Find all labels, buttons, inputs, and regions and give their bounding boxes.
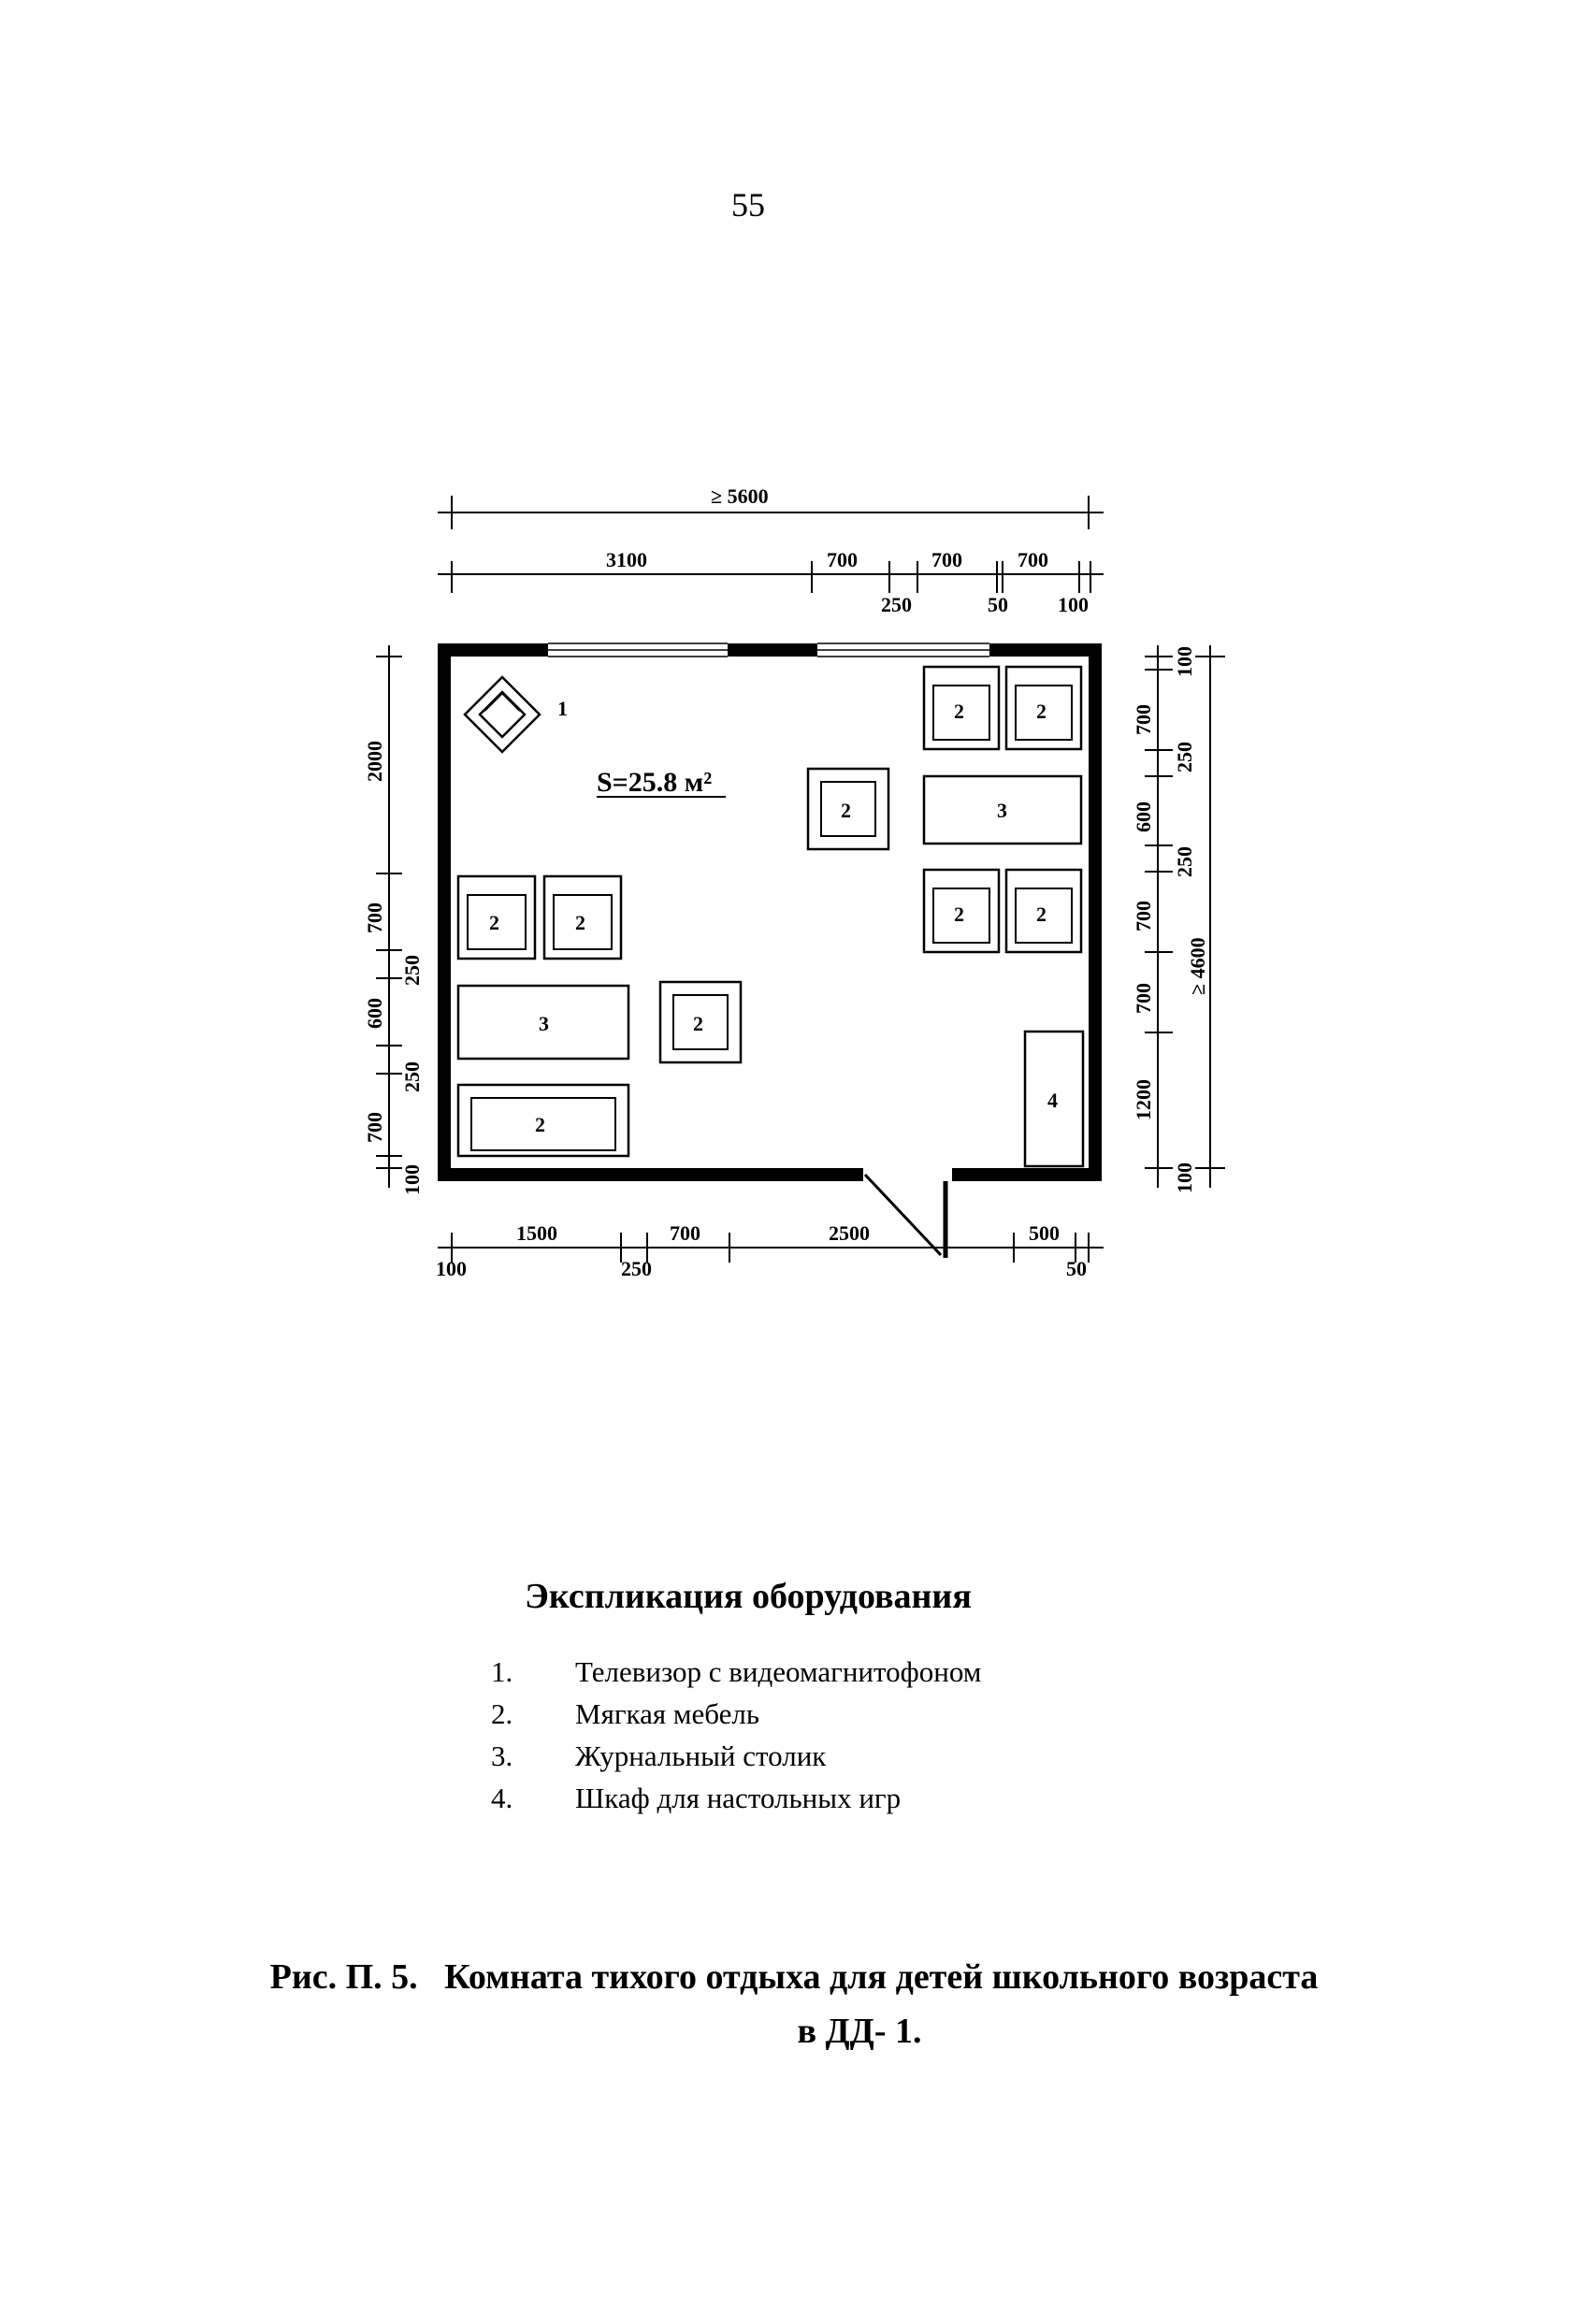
coffee-table: 3 <box>456 984 630 1061</box>
cabinet-number: 4 <box>1047 1089 1058 1112</box>
legend-item: 4. Шкаф для настольных игр <box>491 1782 981 1824</box>
dim-left-2000: 2000 <box>363 741 386 782</box>
dim-left-250a: 250 <box>400 955 424 986</box>
window-left <box>548 642 728 657</box>
dim-left-100: 100 <box>400 1164 424 1195</box>
dim-right-600: 600 <box>1132 801 1155 832</box>
legend-item-text: Журнальный столик <box>575 1739 827 1772</box>
floor-plan: 1 2 2 2 2 2 2 2 2 <box>363 484 1225 1280</box>
legend-item-number: 1. <box>491 1655 513 1688</box>
legend-item: 2. Мягкая мебель <box>491 1697 981 1739</box>
dim-right-700c: 700 <box>1132 983 1155 1014</box>
dim-top-700b: 700 <box>931 548 962 571</box>
armchair: 2 <box>1004 665 1083 751</box>
dimension-labels: ≥ 5600 3100 700 700 700 250 50 100 2000 … <box>363 484 1209 1280</box>
legend-item: 3. Журнальный столик <box>491 1739 981 1782</box>
legend-item-number: 4. <box>491 1782 513 1814</box>
armchair-number: 2 <box>575 911 585 934</box>
legend-item: 1. Телевизор с видеомагнитофоном <box>491 1655 981 1697</box>
area-label: S=25.8 м² <box>597 767 712 798</box>
armchair-number: 2 <box>693 1012 703 1035</box>
dim-right-700b: 700 <box>1132 901 1155 931</box>
dim-top-100: 100 <box>1058 593 1089 616</box>
dim-bottom-1500: 1500 <box>516 1221 557 1245</box>
dim-right-overall: ≥ 4600 <box>1186 937 1209 995</box>
armchair: 2 <box>658 980 743 1064</box>
armchair-number: 2 <box>489 911 499 934</box>
armchair-number: 2 <box>841 799 851 822</box>
dim-top-700a: 700 <box>827 548 858 571</box>
armchair-number: 2 <box>954 700 964 723</box>
armchair: 2 <box>456 874 537 960</box>
dim-left-700a: 700 <box>363 902 386 933</box>
sofa-number: 2 <box>535 1113 545 1136</box>
dimension-lines <box>376 496 1225 1263</box>
dim-right-250a: 250 <box>1173 742 1196 772</box>
dim-bottom-250: 250 <box>621 1257 652 1280</box>
armchair-number: 2 <box>1036 902 1047 926</box>
page-number: 55 <box>731 186 765 224</box>
dim-left-700b: 700 <box>363 1112 386 1143</box>
armchair: 2 <box>806 767 890 851</box>
legend-title: Экспликация оборудования <box>525 1577 972 1616</box>
dim-right-700a: 700 <box>1132 704 1155 735</box>
dim-right-250b: 250 <box>1173 846 1196 877</box>
door <box>863 1173 948 1258</box>
legend-item-text: Мягкая мебель <box>575 1697 760 1730</box>
armchair: 2 <box>542 874 623 960</box>
dim-right-1200: 1200 <box>1132 1079 1155 1120</box>
legend-item-number: 2. <box>491 1697 513 1730</box>
dim-bottom-100: 100 <box>436 1257 467 1280</box>
coffee-table: 3 <box>922 774 1083 845</box>
armchair: 2 <box>922 868 1001 954</box>
armchair-number: 2 <box>1036 700 1047 723</box>
caption-line-1: Рис. П. 5. Комната тихого отдыха для дет… <box>269 1957 1319 1997</box>
dim-left-600: 600 <box>363 998 386 1029</box>
armchair: 2 <box>1004 868 1083 954</box>
legend-item-text: Шкаф для настольных игр <box>575 1782 902 1814</box>
figure-caption: Рис. П. 5. Комната тихого отдыха для дет… <box>0 1950 1588 2058</box>
window-right <box>817 642 989 657</box>
legend-list: 1. Телевизор с видеомагнитофоном 2. Мягк… <box>491 1655 981 1824</box>
armchair-number: 2 <box>954 902 964 926</box>
legend-item-text: Телевизор с видеомагнитофоном <box>575 1655 982 1688</box>
game-cabinet: 4 <box>1023 1030 1085 1168</box>
dim-right-100a: 100 <box>1173 646 1196 677</box>
dim-top-overall: ≥ 5600 <box>711 484 769 508</box>
dim-bottom-500: 500 <box>1029 1221 1060 1245</box>
sofa: 2 <box>456 1083 630 1158</box>
dim-left-250b: 250 <box>400 1061 424 1092</box>
caption-line-2: в ДД- 1. <box>797 2012 922 2051</box>
armchair: 2 <box>922 665 1001 751</box>
dim-right-100b: 100 <box>1173 1162 1196 1193</box>
table-number: 3 <box>997 799 1007 822</box>
dim-top-700c: 700 <box>1018 548 1048 571</box>
dim-top-50: 50 <box>988 593 1008 616</box>
table-number: 3 <box>539 1012 549 1035</box>
dim-bottom-2500: 2500 <box>829 1221 870 1245</box>
dim-top-3100: 3100 <box>606 548 647 571</box>
walls <box>438 643 1102 1181</box>
tv-unit <box>463 675 541 754</box>
dim-bottom-700: 700 <box>670 1221 700 1245</box>
legend-item-number: 3. <box>491 1739 513 1772</box>
dim-top-250: 250 <box>881 593 912 616</box>
dim-bottom-50: 50 <box>1066 1257 1087 1280</box>
tv-number: 1 <box>557 697 568 720</box>
